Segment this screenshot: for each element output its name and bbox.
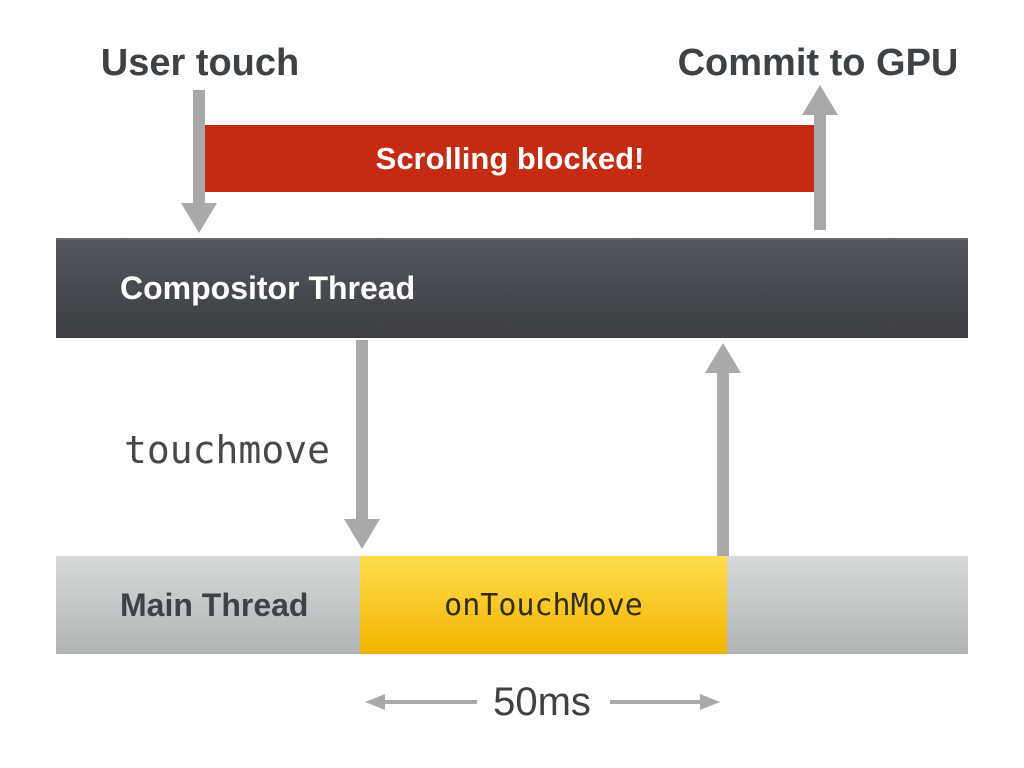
arrow-head (705, 343, 741, 373)
ontouchmove-busy-segment: onTouchMove (360, 556, 727, 654)
user-touch-down-arrow-icon (181, 90, 217, 233)
user-touch-label: User touch (100, 42, 300, 84)
touchmove-down-arrow-icon (344, 340, 380, 549)
main-thread-label: Main Thread (120, 586, 309, 623)
commit-to-gpu-up-arrow-icon (802, 85, 838, 230)
scrolling-blocked-banner: Scrolling blocked! (204, 125, 816, 192)
main-thread-bar: Main Thread onTouchMove (56, 556, 968, 654)
ontouchmove-label: onTouchMove (444, 587, 643, 623)
arrow-head (365, 694, 385, 710)
arrow-head (344, 519, 380, 549)
arrow-head (700, 694, 720, 710)
scrolling-blocked-text: Scrolling blocked! (375, 140, 645, 176)
arrow-shaft (610, 700, 704, 704)
arrow-head (802, 85, 838, 115)
commit-to-gpu-label: Commit to GPU (677, 42, 959, 84)
touchmove-event-label: touchmove (124, 428, 330, 472)
arrow-shaft (193, 90, 205, 205)
arrow-shaft (814, 113, 826, 230)
arrow-shaft (381, 700, 477, 704)
duration-left-arrow-icon (365, 694, 477, 710)
arrow-shaft (717, 371, 729, 556)
compositor-thread-bar: Compositor Thread (56, 238, 968, 338)
main-to-compositor-up-arrow-icon (705, 343, 741, 556)
arrow-shaft (356, 340, 368, 521)
duration-label: 50ms (493, 680, 591, 724)
arrow-head (181, 203, 217, 233)
compositor-thread-label: Compositor Thread (120, 269, 416, 306)
duration-right-arrow-icon (610, 694, 720, 710)
